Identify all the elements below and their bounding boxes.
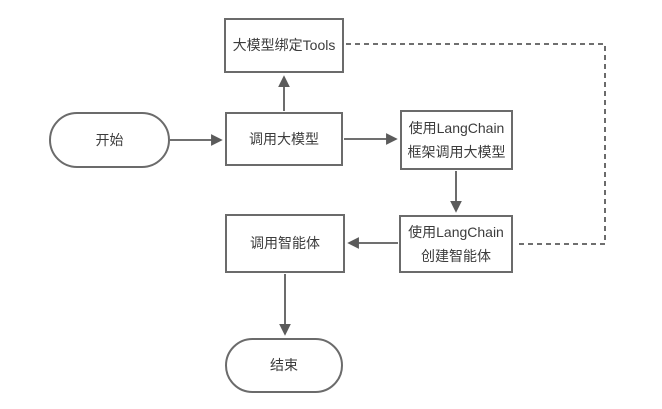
node-call-llm: 调用大模型 — [225, 112, 343, 166]
node-langchain-agent-line2: 创建智能体 — [421, 248, 491, 264]
edge-bind-tools-to-langchain-agent-dashed — [346, 43, 606, 245]
node-langchain-agent-line1: 使用LangChain — [408, 223, 504, 240]
node-langchain-call: 使用LangChain 框架调用大模型 — [400, 110, 513, 170]
node-end-label: 结束 — [270, 357, 298, 374]
node-langchain-agent: 使用LangChain 创建智能体 — [399, 215, 513, 273]
node-langchain-call-line1: 使用LangChain — [408, 119, 505, 136]
node-call-llm-label: 调用大模型 — [249, 130, 319, 147]
node-start-label: 开始 — [95, 131, 124, 148]
node-langchain-call-line2: 框架调用大模型 — [407, 144, 506, 160]
node-bind-tools: 大模型绑定Tools — [224, 18, 344, 73]
node-bind-tools-label: 大模型绑定Tools — [232, 37, 336, 54]
node-start: 开始 — [49, 112, 170, 168]
node-call-agent-label: 调用智能体 — [250, 235, 320, 252]
node-call-agent: 调用智能体 — [225, 214, 345, 273]
node-end: 结束 — [225, 338, 343, 393]
